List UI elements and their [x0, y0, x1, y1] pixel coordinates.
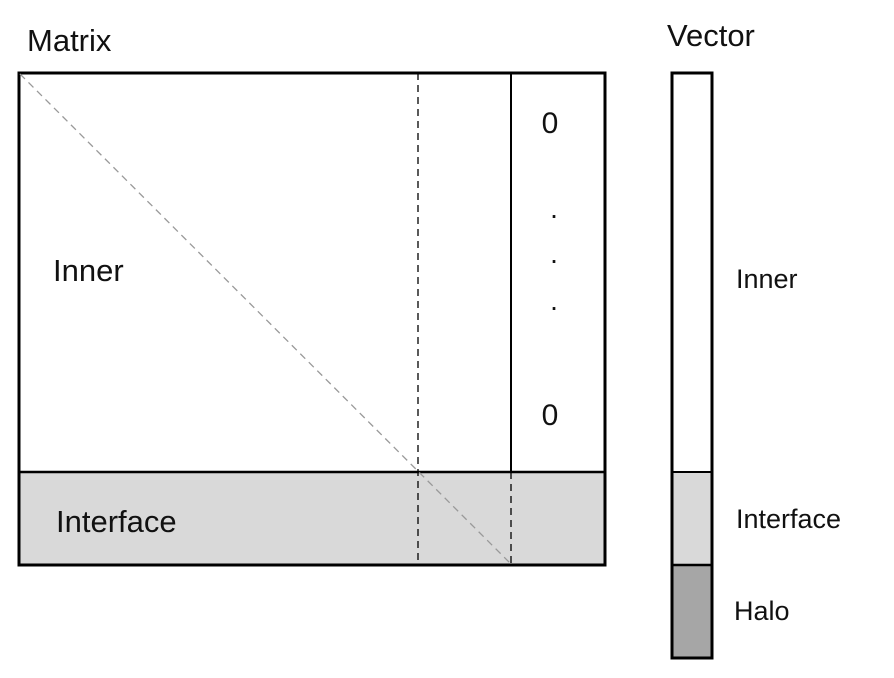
vector-inner-segment	[672, 73, 712, 472]
vector-frame	[670, 71, 714, 660]
vector-interface-segment	[672, 472, 712, 565]
matrix-inner-label: Inner	[53, 253, 124, 288]
matrix-ellipsis-dot: .	[550, 238, 558, 269]
vector-halo-segment	[672, 565, 712, 658]
matrix-zero-bottom: 0	[542, 399, 559, 432]
vector-inner-label: Inner	[736, 264, 798, 294]
vector-halo-label: Halo	[734, 596, 790, 626]
matrix-zero-top: 0	[542, 107, 559, 140]
matrix-title: Matrix	[27, 23, 112, 58]
vector-interface-label: Interface	[736, 504, 841, 534]
matrix-interface-region	[19, 472, 605, 565]
matrix-frame	[17, 71, 607, 567]
matrix-ellipsis-dot: .	[550, 285, 558, 316]
matrix-ellipsis-dot: .	[550, 193, 558, 224]
matrix-diagonal	[19, 73, 512, 565]
matrix-interface-label: Interface	[56, 504, 177, 539]
vector-title: Vector	[667, 18, 755, 53]
